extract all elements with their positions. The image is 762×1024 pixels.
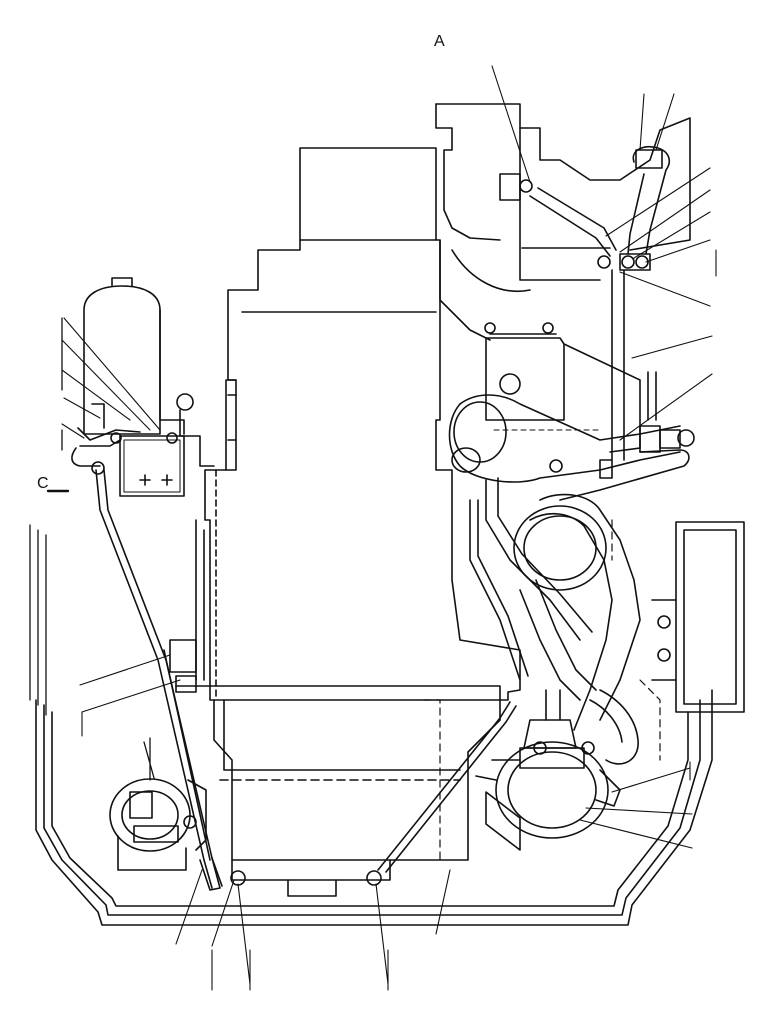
engine-block [205,148,520,700]
leader-lines-bottom [176,870,450,990]
oil-reservoir-box [485,323,640,452]
view-label: A [434,33,445,50]
section-label: C [37,475,49,492]
oil-reservoir-tank [62,278,214,496]
leader-lines-right [492,66,716,848]
oil-pan [176,686,500,896]
air-cleaner-duct [450,395,695,500]
air-intake-tube [470,478,640,764]
filter-canister [476,690,620,850]
dashed-guides [424,520,660,860]
starter-motor [110,738,220,890]
frame-rail [96,470,516,888]
oil-filler-pipe [598,147,669,460]
side-panel [652,522,744,712]
mounting-bracket [500,174,616,256]
hull-outline [30,525,712,925]
leader-lines-left [62,318,180,736]
